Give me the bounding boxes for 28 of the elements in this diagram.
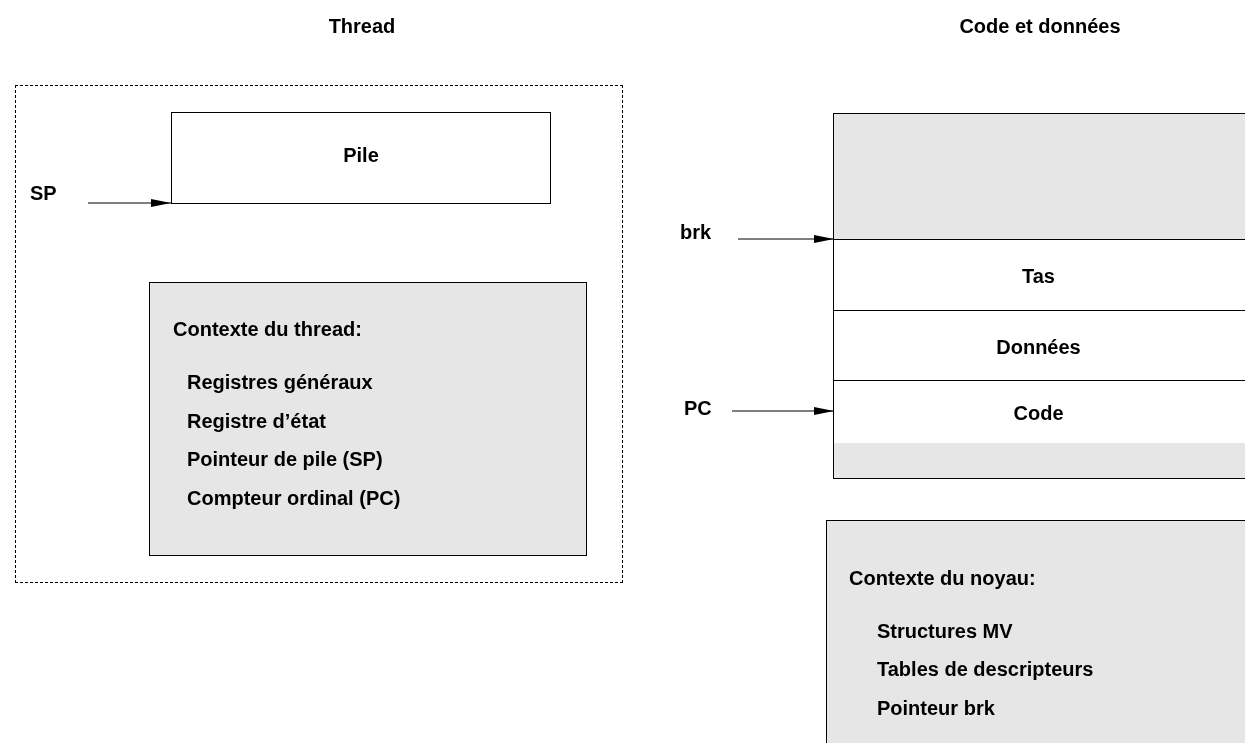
- segment-label: Tas: [1021, 264, 1056, 288]
- arrow: [731, 407, 835, 415]
- panel-heading: Contexte du noyau:: [849, 566, 1036, 590]
- section-title: Thread: [327, 14, 397, 38]
- pointer-label: PC: [684, 395, 724, 421]
- segment-label: Données: [995, 334, 1082, 359]
- segment-label: Pile: [342, 143, 380, 167]
- pointer-label: brk: [680, 219, 730, 245]
- stack-box: [171, 112, 551, 204]
- context-panel: [826, 520, 1245, 743]
- pointer-label: SP: [30, 180, 80, 206]
- memory-segment: [834, 443, 1245, 478]
- section-title: Code et données: [958, 14, 1122, 38]
- panel-heading: Contexte du thread:: [173, 317, 362, 341]
- memory-column: [833, 113, 1245, 479]
- list-item: Pointeur de pile (SP): [187, 447, 383, 471]
- segment-label: Code: [1012, 401, 1065, 425]
- context-panel: [149, 282, 587, 556]
- dashed-frame: [15, 85, 623, 583]
- arrow: [87, 199, 172, 207]
- memory-segment: [834, 114, 1245, 239]
- list-item: Tables de descripteurs: [877, 657, 1094, 681]
- arrow: [737, 235, 835, 243]
- list-item: Compteur ordinal (PC): [187, 486, 401, 510]
- list-item: Structures MV: [877, 619, 1013, 643]
- list-item: Registre d’état: [187, 409, 326, 433]
- list-item: Registres généraux: [187, 370, 373, 394]
- list-item: Pointeur brk: [877, 696, 995, 720]
